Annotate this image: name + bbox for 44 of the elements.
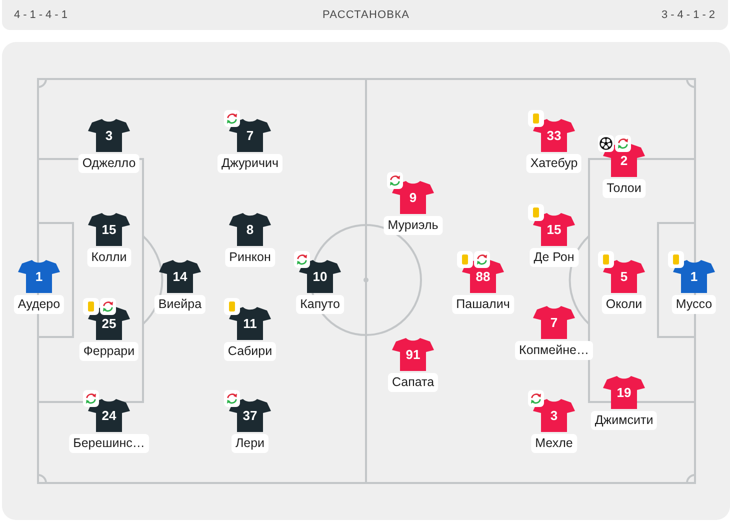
formation-label: 3-4-1-2 (662, 9, 718, 22)
player-name: Берешинс… (69, 434, 149, 453)
player-jersey: 33 (533, 118, 575, 152)
player-name: Копмейне… (515, 341, 593, 360)
player-name: Джимсити (590, 411, 658, 430)
formation-label: 4-1-4-1 (14, 9, 70, 22)
player-name: Лери (231, 434, 269, 453)
player-jersey: 7 (229, 118, 271, 152)
player-name: Муриэль (384, 216, 442, 235)
player-jersey: 15 (533, 212, 575, 246)
player-jersey: 5 (603, 259, 645, 293)
player-name: Околи (602, 295, 646, 314)
player-jersey: 1 (18, 259, 60, 293)
player-jersey: 9 (392, 180, 434, 214)
player-name: Феррари (79, 342, 139, 361)
section-title: РАССТАНОВКА (322, 9, 410, 22)
player-jersey: 10 (299, 259, 341, 293)
player-jersey: 24 (88, 398, 130, 432)
player-jersey: 3 (533, 398, 575, 432)
player-jersey: 15 (88, 212, 130, 246)
player-name: Мехле (531, 434, 577, 453)
player-jersey: 91 (392, 337, 434, 371)
player-jersey: 1 (673, 259, 715, 293)
player-jersey: 37 (229, 398, 271, 432)
player-name: Хатебур (526, 154, 582, 173)
player-name: Де Рон (530, 248, 578, 267)
player-name: Аудеро (14, 295, 64, 314)
player-name: Муссо (672, 295, 716, 314)
player-jersey: 7 (533, 305, 575, 339)
player-jersey: 14 (159, 259, 201, 293)
player-name: Колли (87, 248, 131, 267)
player-name: Пашалич (452, 295, 514, 314)
player-name: Капуто (296, 295, 344, 314)
player-name: Сапата (388, 373, 438, 392)
player-name: Джуричич (217, 154, 283, 173)
player-jersey: 19 (603, 375, 645, 409)
player-jersey: 8 (229, 212, 271, 246)
player-name: Ринкон (225, 248, 275, 267)
player-name: Оджелло (78, 154, 140, 173)
player-jersey: 11 (229, 306, 271, 340)
player-name: Сабири (224, 342, 276, 361)
player-name: Толои (602, 179, 646, 198)
player-jersey: 3 (88, 118, 130, 152)
player-name: Виейра (154, 295, 206, 314)
